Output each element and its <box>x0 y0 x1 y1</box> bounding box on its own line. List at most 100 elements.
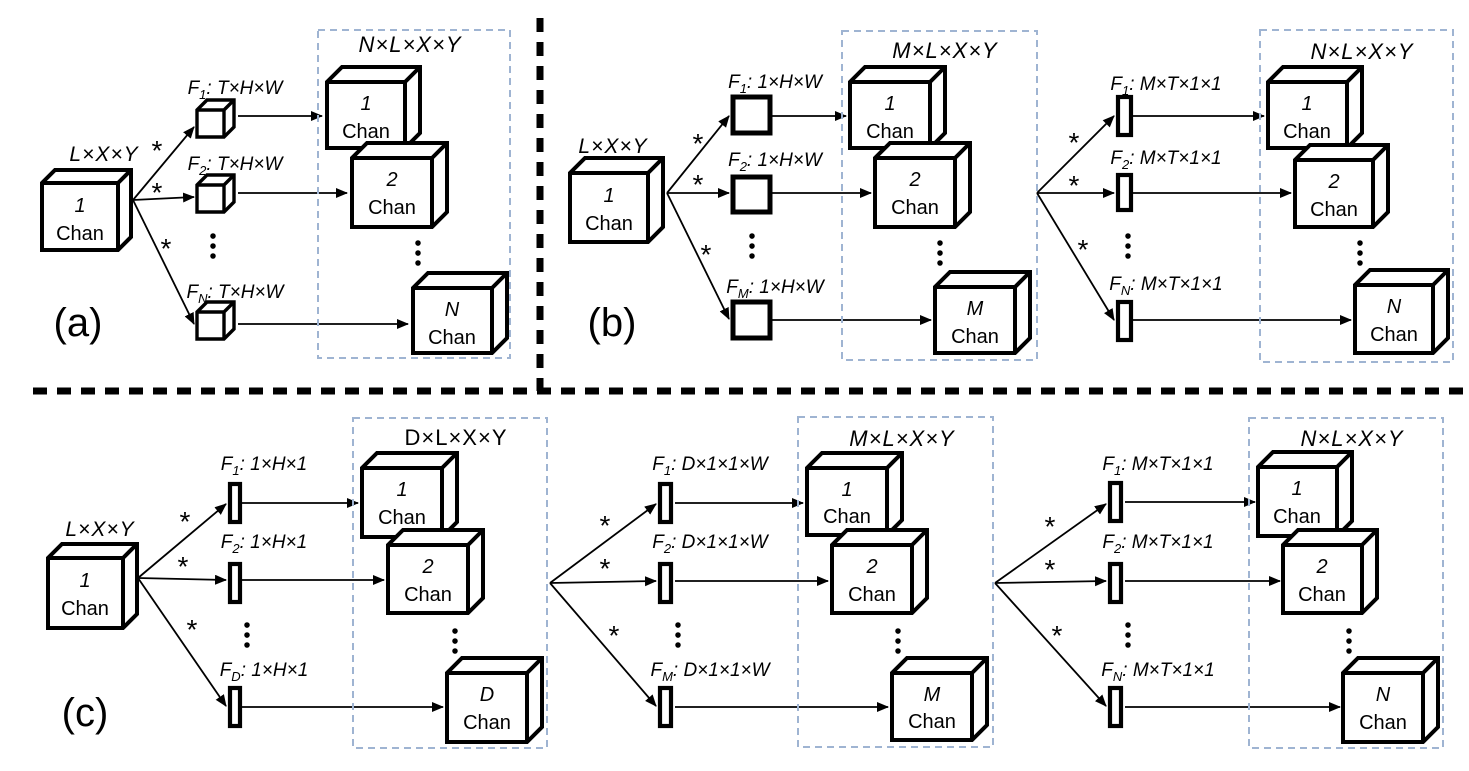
panel-a: (a) L×X×Y 1 Chan * * * F1: T×H×W F2: T×H… <box>40 29 511 359</box>
filter-square-f2 <box>730 174 773 215</box>
stage3-output-group-box <box>1248 417 1444 749</box>
svg-text:2: 2 <box>421 556 433 578</box>
filter-label-fd: FD: 1×H×1 <box>220 660 309 684</box>
filter-bar-f2 <box>657 561 674 605</box>
input-cube: 1 Chan <box>40 168 133 252</box>
panel-c-label: (c) <box>62 691 109 735</box>
svg-text:*: * <box>609 620 620 651</box>
svg-text:Chan: Chan <box>428 327 476 349</box>
svg-text:Chan: Chan <box>463 712 511 734</box>
svg-text:Chan: Chan <box>1359 712 1407 734</box>
filter-bar-f1 <box>227 481 243 525</box>
filter-label-fn: FN: T×H×W <box>186 282 285 306</box>
svg-text:1: 1 <box>396 479 407 501</box>
stage3-output-cube-1: 1 Chan <box>1256 450 1354 538</box>
svg-text:*: * <box>693 128 704 159</box>
svg-text:Chan: Chan <box>1310 199 1358 221</box>
svg-text:1: 1 <box>360 93 371 115</box>
stage1-output-cube-d: D Chan <box>445 656 544 744</box>
stage2-output-cube-2: 2 Chan <box>1293 143 1390 229</box>
svg-text:2: 2 <box>385 169 397 191</box>
svg-text:*: * <box>1078 234 1089 265</box>
filter-label-f1: F1: D×1×1×W <box>652 454 770 478</box>
svg-text:Chan: Chan <box>1298 584 1346 606</box>
svg-text:Chan: Chan <box>585 213 633 235</box>
svg-text:1: 1 <box>1291 478 1302 500</box>
svg-text:1: 1 <box>79 570 90 592</box>
filter-square-f1 <box>730 94 773 136</box>
stage2-output-cube-2: 2 Chan <box>830 528 929 615</box>
filter-cube-f1 <box>195 98 236 139</box>
filter-bar-fd <box>227 685 243 729</box>
stage3-output-cube-n: N Chan <box>1341 656 1440 744</box>
stage2-fan-arrows: * * * <box>549 503 657 707</box>
svg-text:Chan: Chan <box>891 197 939 219</box>
filter-label-fm: FM: 1×H×W <box>726 277 825 301</box>
stage3-output-cube-2: 2 Chan <box>1281 528 1379 615</box>
stage1-output-group-box <box>352 417 548 749</box>
svg-text:Chan: Chan <box>866 121 914 143</box>
filter-bar-f1 <box>1107 480 1124 524</box>
filter-bar-fn <box>1115 299 1134 343</box>
input-dims-label: L×X×Y <box>69 143 139 166</box>
stage1-output-cube-2: 2 Chan <box>873 141 972 229</box>
filter-bar-f2 <box>227 561 243 605</box>
stage2-output-cube-1: 1 Chan <box>1266 65 1364 150</box>
svg-text:D: D <box>480 684 494 706</box>
svg-text:M: M <box>967 298 984 320</box>
svg-text:*: * <box>1045 554 1056 585</box>
input-cube-num: 1 <box>74 195 85 217</box>
stage1-output-group-box <box>841 30 1038 361</box>
stage3-output-dims-label: N×L×X×Y <box>1300 426 1403 451</box>
convolution-star: * <box>152 135 163 166</box>
stage1-fan-arrows: * * * <box>666 115 730 320</box>
output-cube-2: 2 Chan <box>350 141 449 229</box>
svg-text:Chan: Chan <box>368 197 416 219</box>
filter-label-fm: FM: D×1×1×W <box>650 660 771 684</box>
stage2-fan-arrows: * * * <box>1036 115 1115 321</box>
stage3-fan-arrows: * * * <box>994 503 1107 707</box>
filter-label-f2: F2: T×H×W <box>188 154 285 178</box>
stage1-output-dims-label: M×L×X×Y <box>892 38 998 63</box>
stage2-output-cube-n: N Chan <box>1353 268 1450 355</box>
filter-label-f1: F1: T×H×W <box>188 78 285 102</box>
convolution-star: * <box>152 177 163 208</box>
svg-text:Chan: Chan <box>1370 324 1418 346</box>
input-dims-label: L×X×Y <box>578 135 648 158</box>
svg-text:Chan: Chan <box>823 506 871 528</box>
filter-cube-f2 <box>195 173 236 214</box>
svg-text:2: 2 <box>1327 171 1339 193</box>
stage2-output-dims-label: N×L×X×Y <box>1310 39 1413 64</box>
filter-label-f1: F1: M×T×1×1 <box>1110 74 1221 98</box>
svg-text:Chan: Chan <box>1283 121 1331 143</box>
output-group-box <box>317 29 511 359</box>
fan-arrows: * * * <box>132 126 195 325</box>
svg-text:Chan: Chan <box>908 711 956 733</box>
filter-bar-f2 <box>1115 172 1134 213</box>
svg-text:*: * <box>180 506 191 537</box>
svg-text:1: 1 <box>841 479 852 501</box>
filter-label-f1: F1: 1×H×W <box>728 72 824 96</box>
svg-text:2: 2 <box>865 556 877 578</box>
output-cube-1: 1 Chan <box>325 65 422 150</box>
svg-text:N: N <box>445 299 460 321</box>
input-cube: 1 Chan <box>568 156 665 244</box>
output-dims-label: N×L×X×Y <box>358 32 461 57</box>
svg-text:1: 1 <box>1301 93 1312 115</box>
svg-text:*: * <box>1069 170 1080 201</box>
svg-text:*: * <box>1052 620 1063 651</box>
filter-label-f2: F2: M×T×1×1 <box>1110 148 1221 172</box>
input-dims-label: L×X×Y <box>65 518 135 541</box>
svg-text:*: * <box>1069 127 1080 158</box>
stage2-output-cube-m: M Chan <box>890 656 989 742</box>
svg-text:1: 1 <box>603 185 614 207</box>
svg-text:Chan: Chan <box>378 507 426 529</box>
svg-text:*: * <box>178 551 189 582</box>
filter-bar-f1 <box>1115 94 1134 138</box>
svg-text:*: * <box>187 614 198 645</box>
svg-text:*: * <box>600 553 611 584</box>
stage2-output-group-box <box>797 416 994 748</box>
stage2-output-cube-1: 1 Chan <box>805 451 904 537</box>
input-cube-chan: Chan <box>56 223 104 245</box>
svg-text:*: * <box>693 169 704 200</box>
